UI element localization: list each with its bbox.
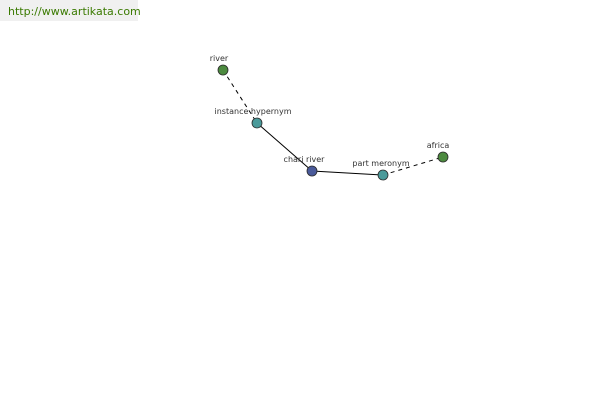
graph-edges (222, 69, 444, 176)
node-part-meronym[interactable] (377, 169, 389, 181)
node-africa[interactable] (437, 151, 449, 163)
node-river[interactable] (217, 64, 229, 76)
url-banner: http://www.artikata.com (0, 0, 141, 21)
node-label-chari-river[interactable]: chari river (284, 155, 326, 164)
node-label-instance-hypernym[interactable]: instance hypernym (215, 107, 292, 116)
edge-instance-hypernym-to-chari-river (256, 122, 313, 172)
edge-river-to-instance-hypernym (222, 69, 258, 124)
edge-chari-river-to-part-meronym (311, 170, 384, 176)
node-label-river[interactable]: river (210, 54, 229, 63)
site-url-link[interactable]: http://www.artikata.com (8, 5, 141, 18)
node-label-part-meronym[interactable]: part meronym (352, 159, 409, 168)
node-label-africa[interactable]: africa (427, 141, 450, 150)
node-instance-hypernym[interactable] (251, 117, 263, 129)
node-chari-river[interactable] (306, 165, 318, 177)
edge-part-meronym-to-africa (382, 156, 444, 176)
graph-nodes: river instance hypernym chari river part me… (210, 54, 450, 181)
